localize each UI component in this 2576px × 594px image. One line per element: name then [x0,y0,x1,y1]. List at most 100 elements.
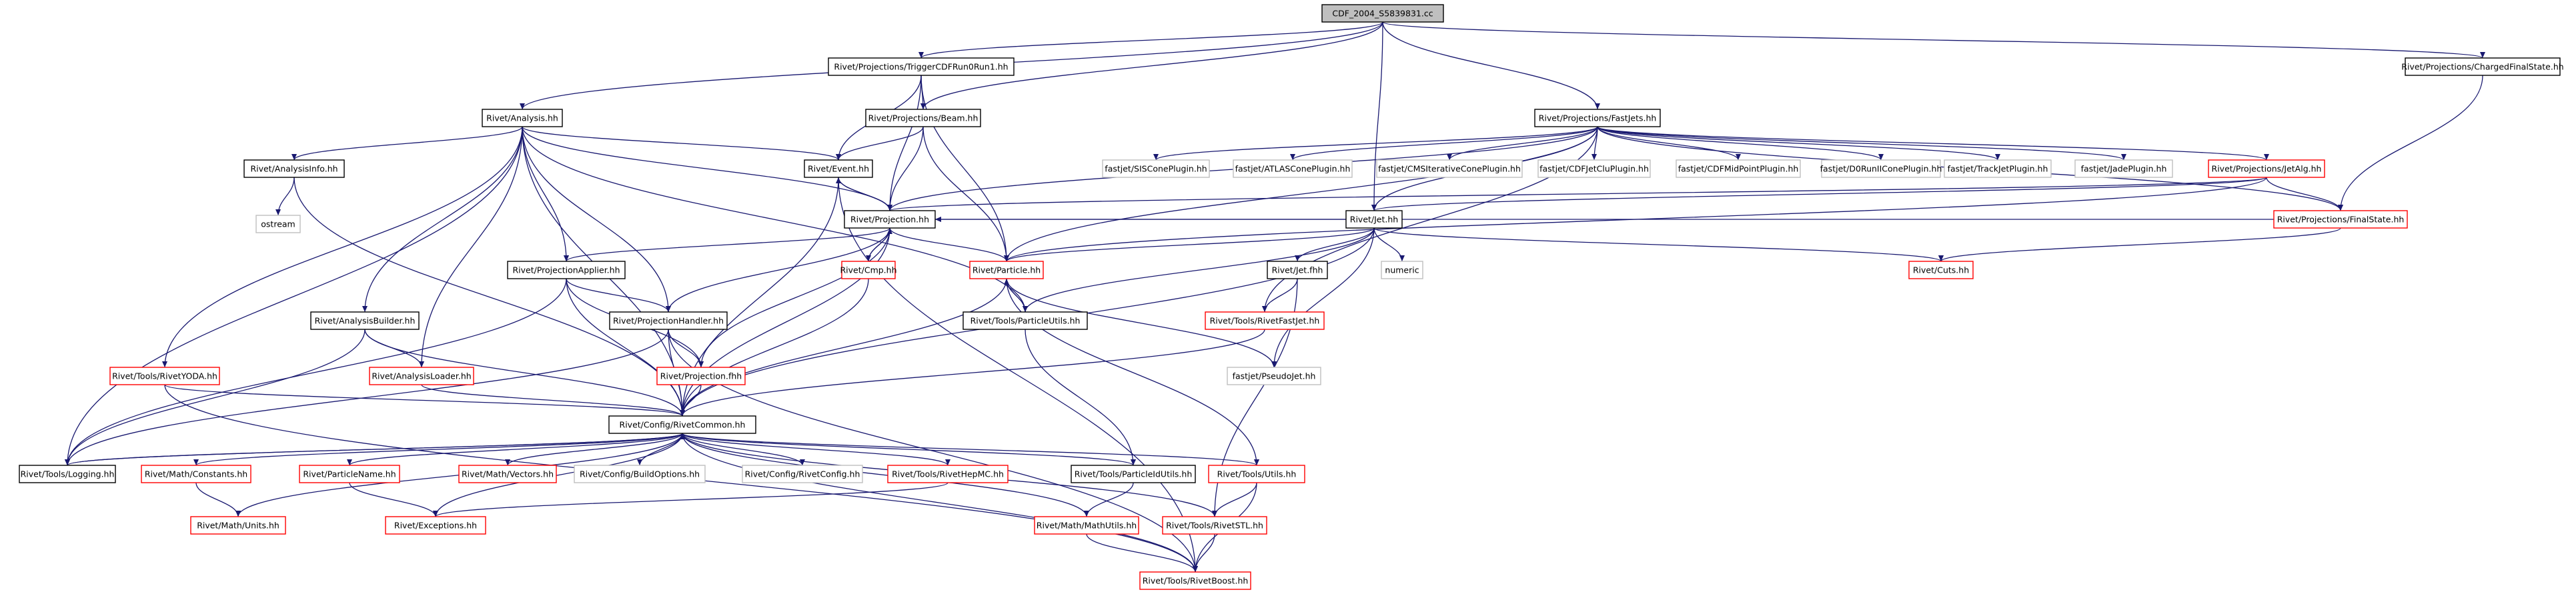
edge-stl-to-boost [1193,533,1215,573]
edge-abuilder-to-common [364,329,685,417]
node-root[interactable]: CDF_2004_S5839831.cc [1321,4,1444,23]
edge-ainfo-to-ostream [275,177,295,216]
node-yoda[interactable]: Rivet/Tools/RivetYODA.hh [109,367,220,385]
node-beam[interactable]: Rivet/Projections/Beam.hh [865,109,981,127]
node-jetf[interactable]: Rivet/Jet.fhh [1267,261,1328,279]
node-trig[interactable]: Rivet/Projections/TriggerCDFRun0Run1.hh [828,57,1015,76]
node-buildopts[interactable]: Rivet/Config/BuildOptions.hh [574,465,706,483]
edge-common-to-exceptions [433,433,683,517]
edge-projection-to-projf [698,227,890,368]
node-analysis[interactable]: Rivet/Analysis.hh [482,109,563,127]
node-pidutils[interactable]: Rivet/Tools/ParticleIdUtils.hh [1071,465,1196,483]
node-logging[interactable]: Rivet/Tools/Logging.hh [19,465,116,483]
edge-projection-to-papplier [564,227,890,262]
node-mathutils[interactable]: Rivet/Math/MathUtils.hh [1034,516,1139,535]
node-box [507,261,626,279]
node-box [190,516,286,535]
node-pseudojet[interactable]: fastjet/PseudoJet.hh [1227,367,1321,385]
edge-projf-to-common [680,384,702,417]
node-label: Rivet/ProjectionApplier.hh [512,265,620,275]
node-ostream[interactable]: ostream [255,215,301,233]
node-label: Rivet/Config/RivetCommon.hh [620,420,746,430]
node-box [742,465,863,483]
edge-root-to-beam [920,21,1383,110]
node-cuts[interactable]: Rivet/Cuts.hh [1908,261,1974,279]
node-box [255,215,301,233]
node-label: Rivet/Math/MathUtils.hh [1037,521,1137,531]
node-box [1321,4,1444,23]
node-pname[interactable]: Rivet/ParticleName.hh [299,465,400,483]
node-label: Rivet/Projections/TriggerCDFRun0Run1.hh [834,62,1008,72]
node-cdfmid[interactable]: fastjet/CDFMidPointPlugin.hh [1676,159,1801,178]
node-box [458,465,557,483]
node-label: Rivet/Jet.fhh [1272,265,1323,275]
node-label: Rivet/Projections/ChargedFinalState.hh [2401,62,2563,72]
edge-projection-to-particle [889,227,1009,262]
node-jet[interactable]: Rivet/Jet.hh [1345,210,1403,229]
node-box [865,109,981,127]
node-box [482,109,563,127]
node-common[interactable]: Rivet/Config/RivetCommon.hh [608,415,756,434]
node-fastjets[interactable]: Rivet/Projections/FastJets.hh [1534,109,1661,127]
edge-pidutils-to-mathutils [1084,482,1134,517]
node-rconfig[interactable]: Rivet/Config/RivetConfig.hh [742,465,863,483]
node-projf[interactable]: Rivet/Projection.fhh [656,367,746,385]
node-abuilder[interactable]: Rivet/AnalysisBuilder.hh [310,311,420,330]
node-box [1376,159,1523,178]
edge-analysis-to-logging [65,126,523,466]
edge-putils-to-particle [1004,278,1026,313]
node-cms[interactable]: fastjet/CMSIterativeConePlugin.hh [1376,159,1523,178]
node-atlas[interactable]: fastjet/ATLASConePlugin.hh [1233,159,1353,178]
node-label: Rivet/Math/Vectors.hh [462,469,554,479]
node-units[interactable]: Rivet/Math/Units.hh [190,516,286,535]
edge-jetalg-to-jet [1371,177,2267,211]
node-rfastjet[interactable]: Rivet/Tools/RivetFastJet.hh [1205,311,1325,330]
node-ainfo[interactable]: Rivet/AnalysisInfo.hh [243,159,345,178]
node-stl[interactable]: Rivet/Tools/RivetSTL.hh [1162,516,1267,535]
node-charged[interactable]: Rivet/Projections/ChargedFinalState.hh [2401,57,2564,76]
node-cmp[interactable]: Rivet/Cmp.hh [840,261,897,279]
node-box [844,210,936,229]
node-vectors[interactable]: Rivet/Math/Vectors.hh [458,465,557,483]
edge-papplier-to-common [566,278,685,417]
edge-beam-to-projection [887,126,924,211]
node-jade[interactable]: fastjet/JadePlugin.hh [2074,159,2173,178]
node-numeric[interactable]: numeric [1381,261,1423,279]
node-papplier[interactable]: Rivet/ProjectionApplier.hh [507,261,626,279]
node-hepmc[interactable]: Rivet/Tools/RivetHepMC.hh [887,465,1009,483]
edge-common-to-mathutils [682,433,1089,517]
node-box [887,465,1009,483]
node-constants[interactable]: Rivet/Math/Constants.hh [141,465,251,483]
node-cdfclu[interactable]: fastjet/CDFJetCluPlugin.hh [1537,159,1651,178]
node-box [369,367,474,385]
node-box [243,159,345,178]
node-d0[interactable]: fastjet/D0RunIIConePlugin.hh [1820,159,1942,178]
node-finalstate[interactable]: Rivet/Projections/FinalState.hh [2273,210,2408,229]
edge-rfastjet-to-common [680,329,1265,417]
edge-analysis-to-papplier [522,126,569,262]
node-label: Rivet/AnalysisLoader.hh [372,371,471,381]
node-aloader[interactable]: Rivet/AnalysisLoader.hh [369,367,474,385]
node-box [141,465,251,483]
node-jetalg[interactable]: Rivet/Projections/JetAlg.hh [2208,159,2325,178]
node-boost[interactable]: Rivet/Tools/RivetBoost.hh [1139,571,1251,590]
node-track[interactable]: fastjet/TrackJetPlugin.hh [1944,159,2052,178]
node-utils[interactable]: Rivet/Tools/Utils.hh [1208,465,1305,483]
node-particle[interactable]: Rivet/Particle.hh [969,261,1044,279]
node-label: Rivet/Tools/ParticleIdUtils.hh [1075,469,1193,479]
node-sis[interactable]: fastjet/SISConePlugin.hh [1102,159,1210,178]
edge-utils-to-stl [1212,482,1257,517]
node-box [1139,571,1251,590]
edge-mathutils-to-boost [1086,533,1198,573]
edge-jet-to-cuts [1373,227,1944,262]
node-event[interactable]: Rivet/Event.hh [804,159,873,178]
node-label: ostream [261,219,295,229]
node-projection[interactable]: Rivet/Projection.hh [844,210,936,229]
edge-cmp-to-common [680,278,869,417]
node-phandler[interactable]: Rivet/ProjectionHandler.hh [609,311,728,330]
node-label: Rivet/ProjectionHandler.hh [613,316,724,326]
edge-particle-to-utils [1006,278,1259,466]
node-putils[interactable]: Rivet/Tools/ParticleUtils.hh [962,311,1088,330]
node-box [1267,261,1328,279]
node-exceptions[interactable]: Rivet/Exceptions.hh [385,516,486,535]
